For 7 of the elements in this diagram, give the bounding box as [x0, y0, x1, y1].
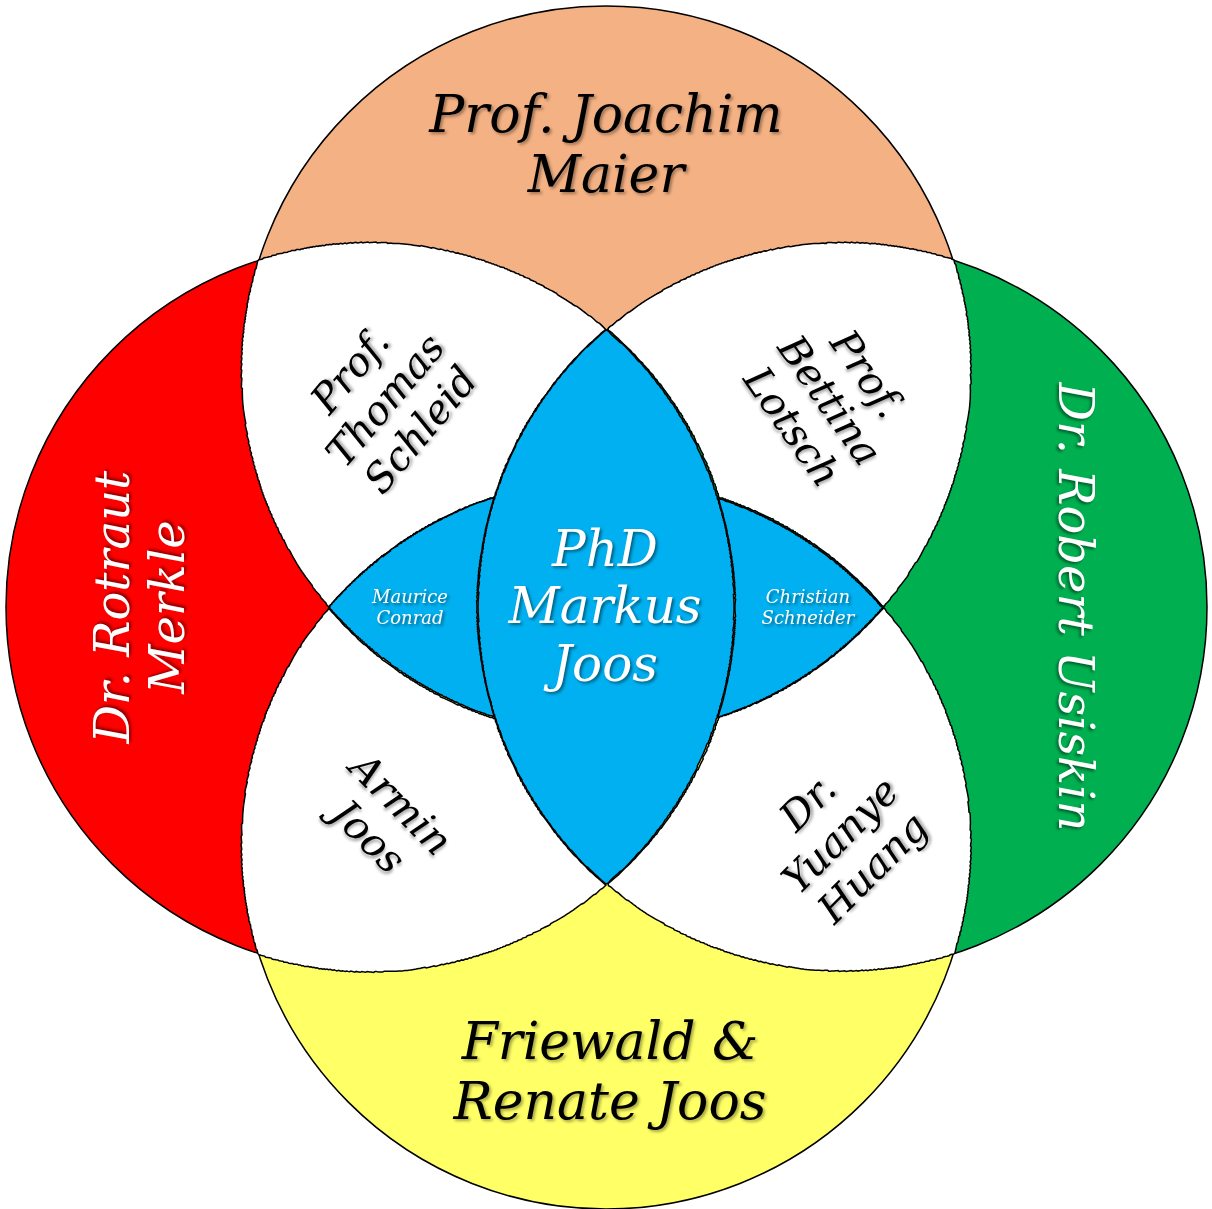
name-label: Christian Schneider	[760, 587, 856, 629]
name-label: Dr. Rotraut Merkle	[84, 469, 196, 747]
name-label: Prof. Joachim Maier	[427, 85, 784, 205]
name-label: Maurice Conrad	[370, 587, 449, 629]
name-label: Dr. Robert Usiskin	[1047, 380, 1103, 834]
name-label: PhD Markus Joos	[507, 520, 703, 694]
name-label: Friewald & Renate Joos	[451, 1012, 768, 1132]
